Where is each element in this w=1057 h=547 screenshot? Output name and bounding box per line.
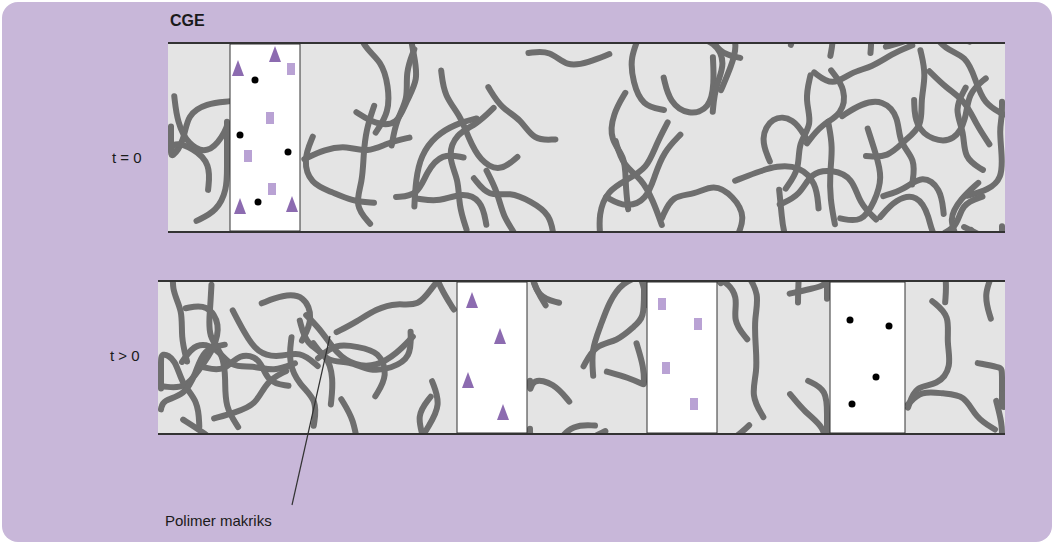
- polymer-strand: [203, 356, 289, 386]
- polymer-strand: [790, 394, 826, 433]
- polymer-strand: [304, 138, 409, 160]
- polymer-strand: [693, 44, 722, 112]
- polymer-strand: [358, 106, 374, 224]
- polymer-strand: [908, 282, 946, 302]
- polymer-strand: [808, 381, 827, 433]
- tube-wall: [168, 231, 1005, 233]
- separated-band: [647, 282, 717, 433]
- leader-line: [292, 336, 330, 505]
- polymer-strand: [735, 166, 818, 208]
- polymer-strand: [392, 49, 415, 145]
- diagram-title: CGE: [170, 12, 205, 30]
- polymer-strand: [209, 285, 238, 427]
- polymer-strand: [341, 399, 406, 433]
- polymer-strand: [664, 57, 714, 112]
- polymer-strand: [418, 195, 486, 225]
- polymer-strand: [290, 337, 315, 426]
- tube-wall: [168, 42, 1005, 44]
- polymer-strand: [721, 44, 741, 90]
- polymer-strand: [161, 345, 225, 410]
- polymer-strand: [161, 282, 187, 362]
- part-label: Polimer makriks: [165, 513, 272, 530]
- capillary-tube: [158, 282, 1005, 433]
- separated-band: [457, 282, 527, 433]
- polymer-strands: [161, 282, 1004, 433]
- sample-zone: [230, 44, 300, 231]
- polymer-strand: [530, 282, 546, 305]
- sample-particles: [232, 46, 298, 214]
- polymer-strand: [530, 381, 569, 402]
- time-label: t > 0: [110, 348, 140, 365]
- separated-particles: [462, 292, 893, 420]
- polymer-strand: [721, 282, 798, 283]
- polymer-strand: [930, 44, 1003, 114]
- polymer-strand: [552, 425, 595, 433]
- polymer-strand: [883, 179, 943, 214]
- polymer-strand: [747, 282, 764, 417]
- polymer-strand: [886, 44, 970, 47]
- polymer-strand: [174, 96, 227, 150]
- separated-band: [830, 282, 905, 433]
- polymer-strand: [823, 44, 878, 56]
- capillary-tube: [168, 44, 1005, 231]
- polymer-strand: [908, 392, 995, 429]
- polymer-strand: [807, 70, 844, 143]
- polymer-strand: [451, 108, 494, 230]
- polymer-strand: [474, 178, 554, 231]
- polymer-strand: [838, 44, 871, 53]
- polymer-strand: [978, 363, 1002, 388]
- polymer-strand: [967, 102, 1002, 196]
- polymer-strand: [798, 282, 827, 303]
- polymer-strand: [828, 122, 835, 224]
- polymer-strand: [986, 282, 1001, 319]
- polymer-strand: [720, 425, 749, 433]
- polymer-strand: [996, 401, 1002, 433]
- polymer-strand: [337, 282, 449, 332]
- polymer-strand: [880, 197, 971, 231]
- polymer-strand: [318, 345, 385, 396]
- polymer-strands: [171, 44, 1004, 231]
- tube-wall: [158, 433, 1005, 435]
- polymer-strand: [487, 171, 525, 231]
- polymer-strand: [957, 88, 982, 170]
- polymer-strand: [528, 52, 609, 65]
- polymer-strand: [632, 44, 664, 110]
- polymer-strand: [607, 343, 644, 384]
- polymer-strand: [632, 282, 646, 305]
- tube-wall: [158, 280, 1005, 282]
- polymer-strand: [402, 381, 437, 433]
- polymer-strand: [600, 122, 668, 231]
- polymer-strand: [592, 282, 643, 376]
- time-label: t = 0: [112, 150, 142, 167]
- polymer-strand: [840, 129, 880, 221]
- polymer-strand: [720, 282, 747, 339]
- polymer-strand: [662, 187, 742, 231]
- polymer-strand: [738, 44, 794, 45]
- polymer-strand: [952, 183, 978, 231]
- polymer-strand: [488, 87, 555, 140]
